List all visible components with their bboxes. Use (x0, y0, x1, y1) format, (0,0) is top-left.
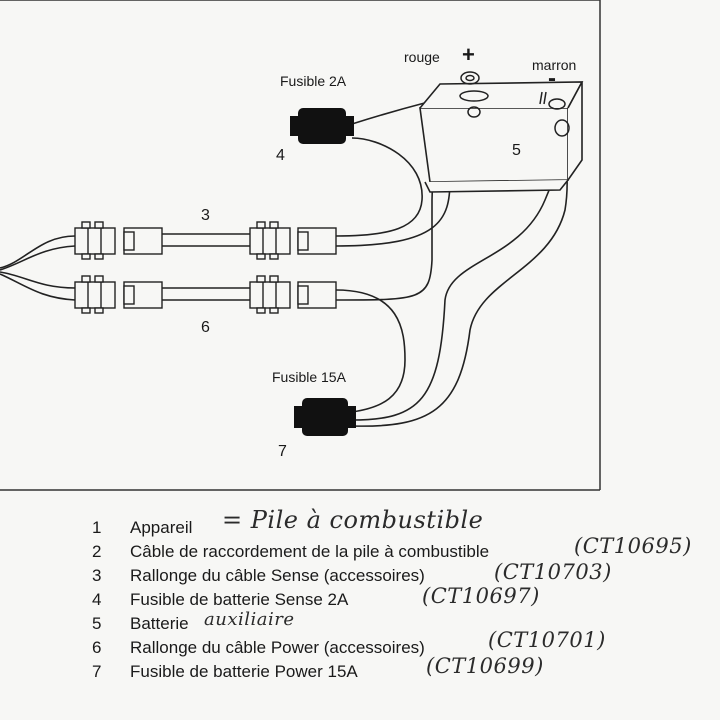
wire-power-to-fuse (335, 289, 406, 413)
connector-sense-right-female-icon (297, 227, 337, 255)
positive-terminal-icon (460, 71, 480, 85)
legend-text: Batterie (130, 614, 189, 633)
ring-terminal-icon (554, 119, 570, 137)
handwritten-note: (CT10695) (574, 534, 692, 558)
handwritten-note: auxiliaire (204, 609, 295, 630)
legend-item: 6 Rallonge du câble Power (accessoires) … (92, 628, 712, 660)
connector-sense-right-male-icon (249, 221, 291, 260)
handwritten-note: = Pile à combustible (222, 506, 484, 534)
handwritten-note: (CT10699) (426, 654, 544, 678)
legend-number: 3 (92, 566, 102, 585)
legend-item: 1 Appareil = Pile à combustible (92, 508, 712, 540)
connector-power-left-male-icon (74, 275, 116, 314)
wire-sense-to-fuse (335, 137, 423, 237)
fuse-2a-icon (290, 108, 354, 144)
legend-number: 5 (92, 614, 102, 633)
legend-text: Rallonge du câble Sense (accessoires) (130, 566, 425, 585)
connector-sense-left-male-icon (74, 221, 116, 260)
label-rouge: rouge (404, 49, 440, 65)
legend-text: Fusible de batterie Sense 2A (130, 590, 349, 609)
label-number-3: 3 (201, 207, 210, 224)
legend-number: 1 (92, 518, 102, 537)
legend-text: Fusible de batterie Power 15A (130, 662, 358, 681)
handwritten-note: (CT10701) (488, 628, 606, 652)
wire-fanout-3 (0, 271, 76, 289)
label-number-6: 6 (201, 319, 210, 336)
negative-terminal-icon (548, 98, 566, 110)
legend-number: 6 (92, 638, 102, 657)
connector-power-left-female-icon (123, 281, 163, 309)
label-number-7: 7 (278, 443, 287, 460)
wire-fanout-2 (0, 245, 76, 271)
legend-number: 4 (92, 590, 102, 609)
label-fusible-15a: Fusible 15A (272, 369, 347, 385)
label-plus: + (462, 42, 475, 67)
label-number-4: 4 (276, 147, 285, 164)
connector-power-right-male-icon (249, 275, 291, 314)
handwritten-note: (CT10697) (422, 584, 540, 608)
connector-power-right-female-icon (297, 281, 337, 309)
battery (419, 81, 584, 193)
legend: 1 Appareil = Pile à combustible 2 Câble … (92, 508, 712, 684)
label-fusible-2a: Fusible 2A (280, 73, 347, 89)
label-minus: - (548, 65, 556, 92)
wire-fanout-1 (0, 235, 76, 269)
handwritten-note: (CT10703) (494, 560, 612, 584)
legend-text: Rallonge du câble Power (accessoires) (130, 638, 425, 657)
wiring-diagram: rouge + marron - Fusible 2A Fusible 15A … (0, 0, 601, 491)
label-number-5: 5 (512, 142, 521, 159)
legend-text: Appareil (130, 518, 193, 537)
connector-sense-left-female-icon (123, 227, 163, 255)
legend-number: 7 (92, 662, 102, 681)
label-marron: marron (532, 57, 576, 73)
legend-item: 7 Fusible de batterie Power 15A (CT10699… (92, 654, 712, 684)
legend-item: 2 Câble de raccordement de la pile à com… (92, 534, 712, 564)
legend-item: 5 Batterie auxiliaire (92, 609, 712, 636)
legend-number: 2 (92, 542, 102, 561)
legend-item: 4 Fusible de batterie Sense 2A (CT10697) (92, 584, 712, 612)
legend-text: Câble de raccordement de la pile à combu… (130, 542, 490, 561)
legend-item: 3 Rallonge du câble Sense (accessoires) … (92, 560, 712, 588)
fuse-15a-icon (294, 398, 356, 436)
wire-fanout-4 (0, 273, 76, 301)
